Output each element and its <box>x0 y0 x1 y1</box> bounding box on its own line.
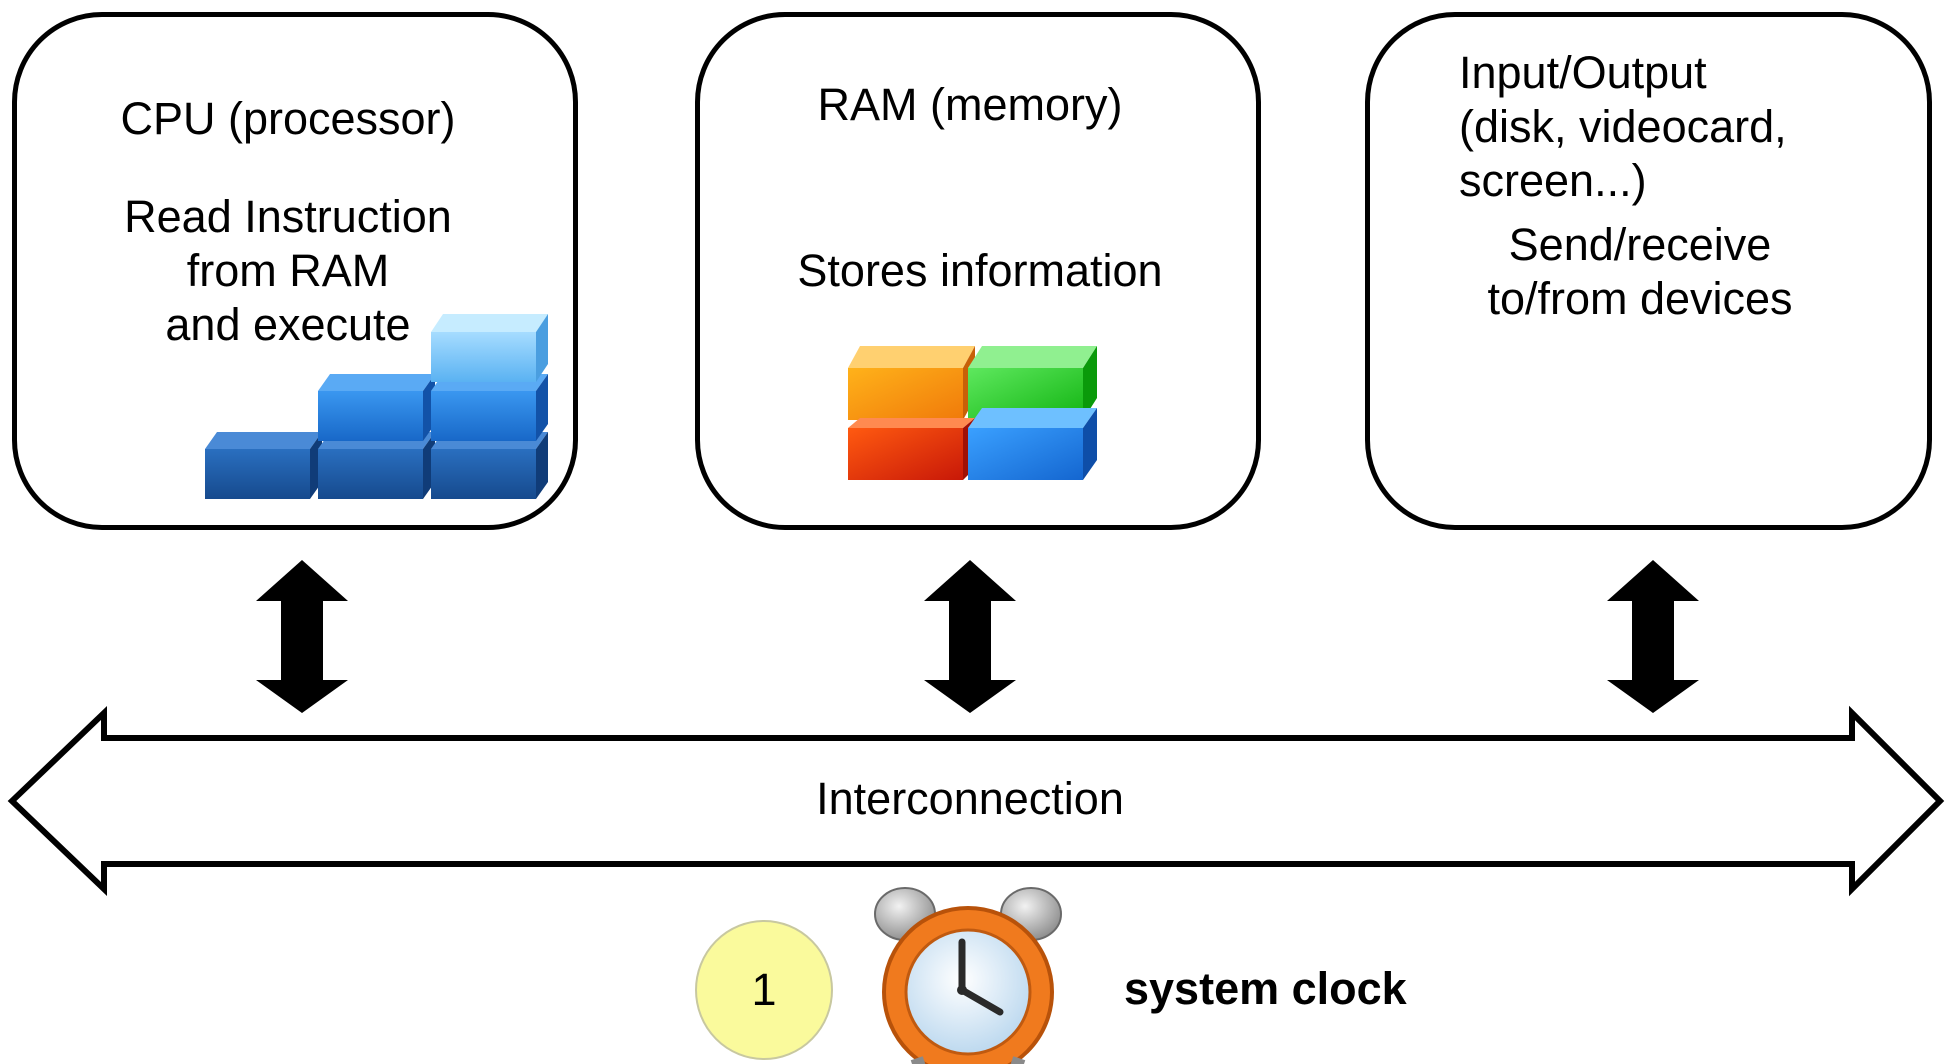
alarm-clock-icon <box>874 887 1062 1064</box>
system-clock-label: system clock <box>1124 963 1407 1014</box>
io-title-line-1: Input/Output <box>1459 47 1707 98</box>
cpu-title: CPU (processor) <box>120 93 456 144</box>
double-arrow-icon <box>256 560 348 713</box>
double-arrow-icon <box>924 560 1016 713</box>
block <box>848 346 975 420</box>
interconnection-label: Interconnection <box>816 773 1124 824</box>
cpu-desc-line-1: Read Instruction <box>124 191 452 242</box>
block <box>968 408 1097 480</box>
colored-blocks-icon <box>848 346 1097 480</box>
io-desc-line-1: Send/receive <box>1508 219 1772 270</box>
io-title-line-3: screen...) <box>1459 155 1647 206</box>
block <box>318 374 435 441</box>
block <box>318 432 435 499</box>
bus-arrow <box>7 705 1945 897</box>
io-desc-line-2: to/from devices <box>1487 273 1793 324</box>
ram-title: RAM (memory) <box>817 79 1123 130</box>
clock-counter-circle <box>695 920 833 1060</box>
cpu-desc-line-2: from RAM <box>186 245 390 296</box>
io-box <box>1365 12 1932 530</box>
block <box>431 314 548 382</box>
ram-desc: Stores information <box>797 245 1163 296</box>
io-title-line-2: (disk, videocard, <box>1459 101 1787 152</box>
stacked-blocks-icon <box>205 314 548 499</box>
clock-counter-value: 1 <box>751 964 777 1015</box>
double-arrow-icon <box>1607 560 1699 713</box>
block <box>431 374 548 441</box>
block <box>205 432 322 499</box>
block <box>848 418 975 480</box>
block <box>431 432 548 499</box>
cpu-desc-line-3: and execute <box>165 299 411 350</box>
